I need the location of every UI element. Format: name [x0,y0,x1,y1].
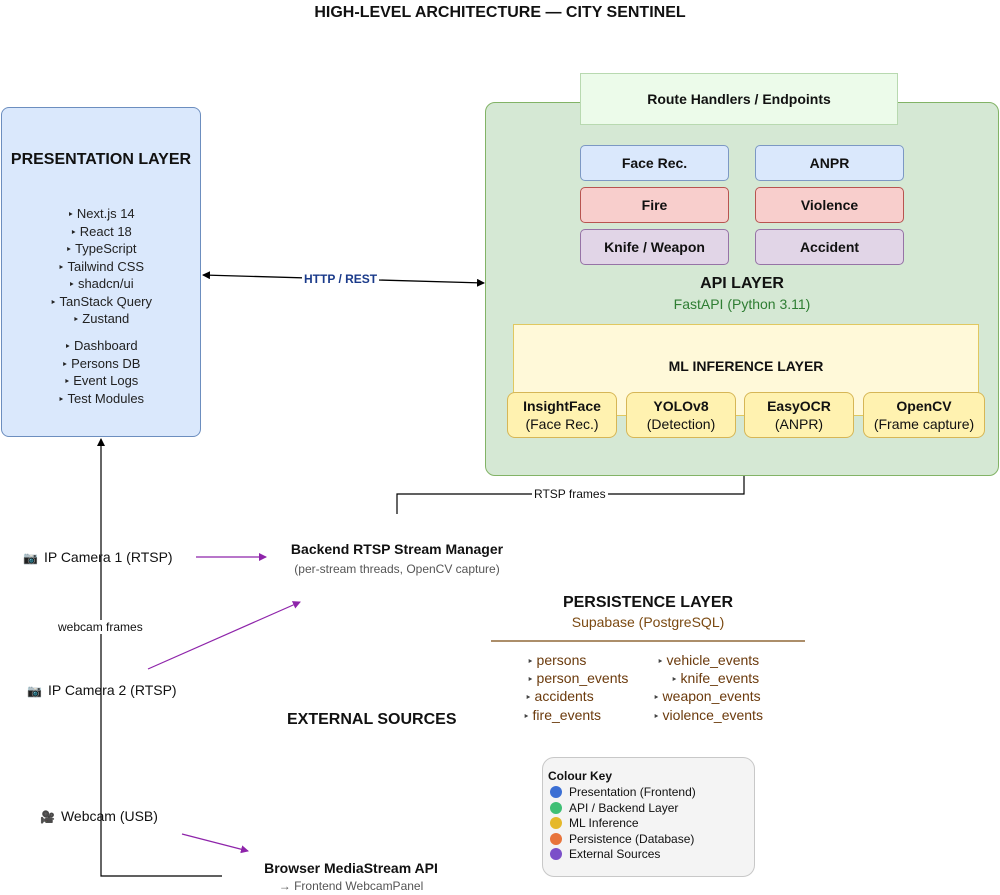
presentation-tech-list: Next.js 14 React 18 TypeScript Tailwind … [1,206,201,329]
ml-model-name: InsightFace [523,398,601,414]
page-item: Persons DB [1,356,201,374]
ip-camera-1-label: IP Camera 1 (RTSP) [43,549,173,565]
webcam-frames-label: webcam frames [56,620,145,634]
api-layer-title: API LAYER [700,275,784,292]
rtsp-manager-title: Backend RTSP Stream Manager [290,541,504,557]
blue-dot-icon [550,786,562,798]
page-item: Event Logs [1,373,201,391]
colour-key-item: Presentation (Frontend) [550,785,696,799]
colour-key-item: External Sources [550,847,660,861]
ip-camera-2: 📷 IP Camera 2 (RTSP) [27,682,177,698]
detector-face-rec: Face Rec. [580,145,729,181]
colour-key-label: Persistence (Database) [569,832,695,846]
page-item: Test Modules [1,391,201,409]
table-violence-events: violence_events [653,706,763,726]
ml-model-name: OpenCV [896,398,952,414]
ml-model-insightface: InsightFace (Face Rec.) [507,392,617,438]
detector-fire: Fire [580,187,729,223]
ip-camera-2-label: IP Camera 2 (RTSP) [47,682,177,698]
ml-model-name: EasyOCR [767,398,831,414]
colour-key-box [542,757,755,877]
ml-model-easyocr: EasyOCR (ANPR) [744,392,854,438]
colour-key-item: ML Inference [550,816,639,830]
colour-key-title: Colour Key [548,769,613,783]
webcam-label: Webcam (USB) [60,808,158,824]
colour-key-item: Persistence (Database) [550,832,694,846]
ip-camera-1: 📷 IP Camera 1 (RTSP) [23,549,173,565]
rtsp-manager-subtitle: (per-stream threads, OpenCV capture) [294,562,500,576]
page-title: HIGH-LEVEL ARCHITECTURE — CITY SENTINEL [314,4,686,21]
colour-key-label: API / Backend Layer [569,801,679,815]
tech-item: Tailwind CSS [1,259,201,277]
page-item: Dashboard [1,338,201,356]
table-person-events: person_events [527,669,629,689]
detector-accident: Accident [755,229,904,265]
orange-dot-icon [550,833,562,845]
ml-model-role: (Frame capture) [873,416,975,432]
ml-model-yolov8: YOLOv8 (Detection) [626,392,736,438]
table-vehicle-events: vehicle_events [657,651,760,671]
camera-icon: 📷 [27,684,42,698]
api-layer-subtitle: FastAPI (Python 3.11) [673,296,811,312]
external-sources-label: EXTERNAL SOURCES [287,711,457,728]
ml-model-opencv: OpenCV (Frame capture) [863,392,985,438]
route-handlers-box: Route Handlers / Endpoints [580,73,898,125]
table-weapon-events: weapon_events [653,687,761,707]
yellow-dot-icon [550,817,562,829]
detector-knife-weapon: Knife / Weapon [580,229,729,265]
ml-model-role: (Detection) [646,416,716,432]
green-dot-icon [550,802,562,814]
webcam-source: 🎥 Webcam (USB) [40,808,158,824]
table-fire-events: fire_events [523,706,601,726]
tech-item: Zustand [1,311,201,329]
persistence-layer-title: PERSISTENCE LAYER [562,594,734,611]
browser-mediastream-title: Browser MediaStream API [264,860,438,876]
camera-icon: 📷 [23,551,38,565]
tech-item: TypeScript [1,241,201,259]
tech-item: Next.js 14 [1,206,201,224]
colour-key-item: API / Backend Layer [550,801,678,815]
ml-model-name: YOLOv8 [653,398,709,414]
ml-inference-layer-title: ML INFERENCE LAYER [668,358,824,374]
ml-model-role: (Face Rec.) [525,416,599,432]
colour-key-label: ML Inference [569,816,639,830]
colour-key-label: Presentation (Frontend) [569,785,696,799]
video-camera-icon: 🎥 [40,810,55,824]
ml-model-role: (ANPR) [774,416,824,432]
purple-dot-icon [550,848,562,860]
http-rest-label: HTTP / REST [302,272,380,286]
detector-violence: Violence [755,187,904,223]
rtsp-frames-label: RTSP frames [532,487,608,501]
tech-item: React 18 [1,224,201,242]
tech-item: shadcn/ui [1,276,201,294]
webcam-connector [181,833,249,854]
presentation-pages-list: Dashboard Persons DB Event Logs Test Mod… [1,338,201,408]
ip-camera-2-connector [147,601,301,670]
persistence-layer-subtitle: Supabase (PostgreSQL) [571,614,725,630]
table-knife-events: knife_events [671,669,760,689]
colour-key-label: External Sources [569,847,661,861]
tech-item: TanStack Query [1,294,201,312]
table-persons: persons [527,651,587,671]
table-accidents: accidents [525,687,594,707]
browser-mediastream-subtitle: → Frontend WebcamPanel [278,879,424,893]
detector-anpr: ANPR [755,145,904,181]
presentation-layer-title: PRESENTATION LAYER [10,151,192,168]
